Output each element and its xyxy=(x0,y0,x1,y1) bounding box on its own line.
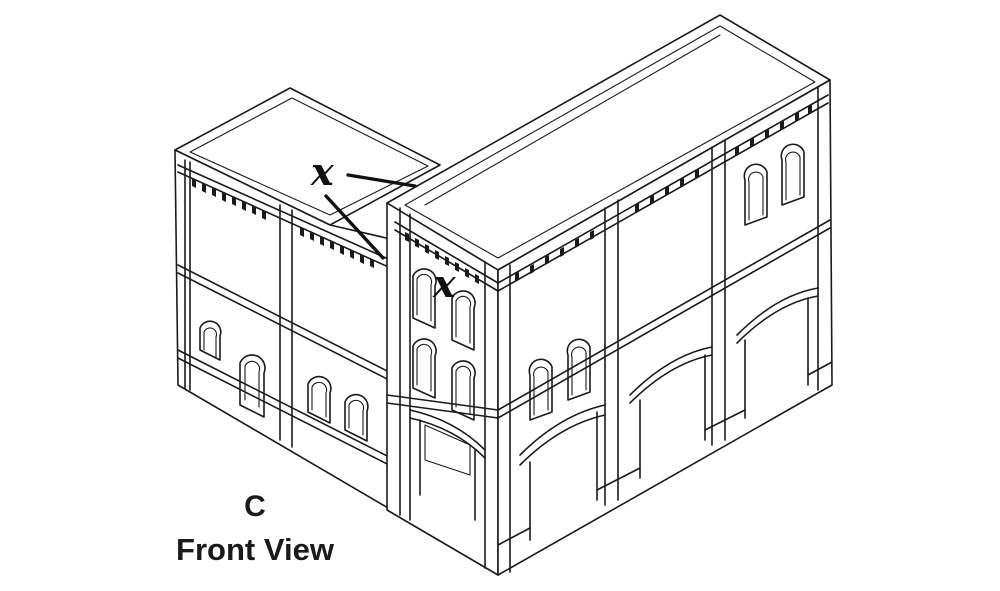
x-callouts: x x xyxy=(310,149,457,306)
view-title: Front View xyxy=(176,532,334,567)
x-label-window: x xyxy=(432,261,457,306)
x-label-main: x xyxy=(310,149,335,194)
rear-building-windows xyxy=(199,320,369,442)
front-building-arches xyxy=(497,287,833,546)
front-building-side-windows xyxy=(528,143,805,421)
leader-line-upper xyxy=(346,173,417,188)
view-letter: C xyxy=(244,490,266,523)
rear-building xyxy=(174,87,441,513)
front-building xyxy=(386,14,833,576)
front-building-end-windows xyxy=(412,268,476,421)
leader-line-lower xyxy=(324,194,385,260)
